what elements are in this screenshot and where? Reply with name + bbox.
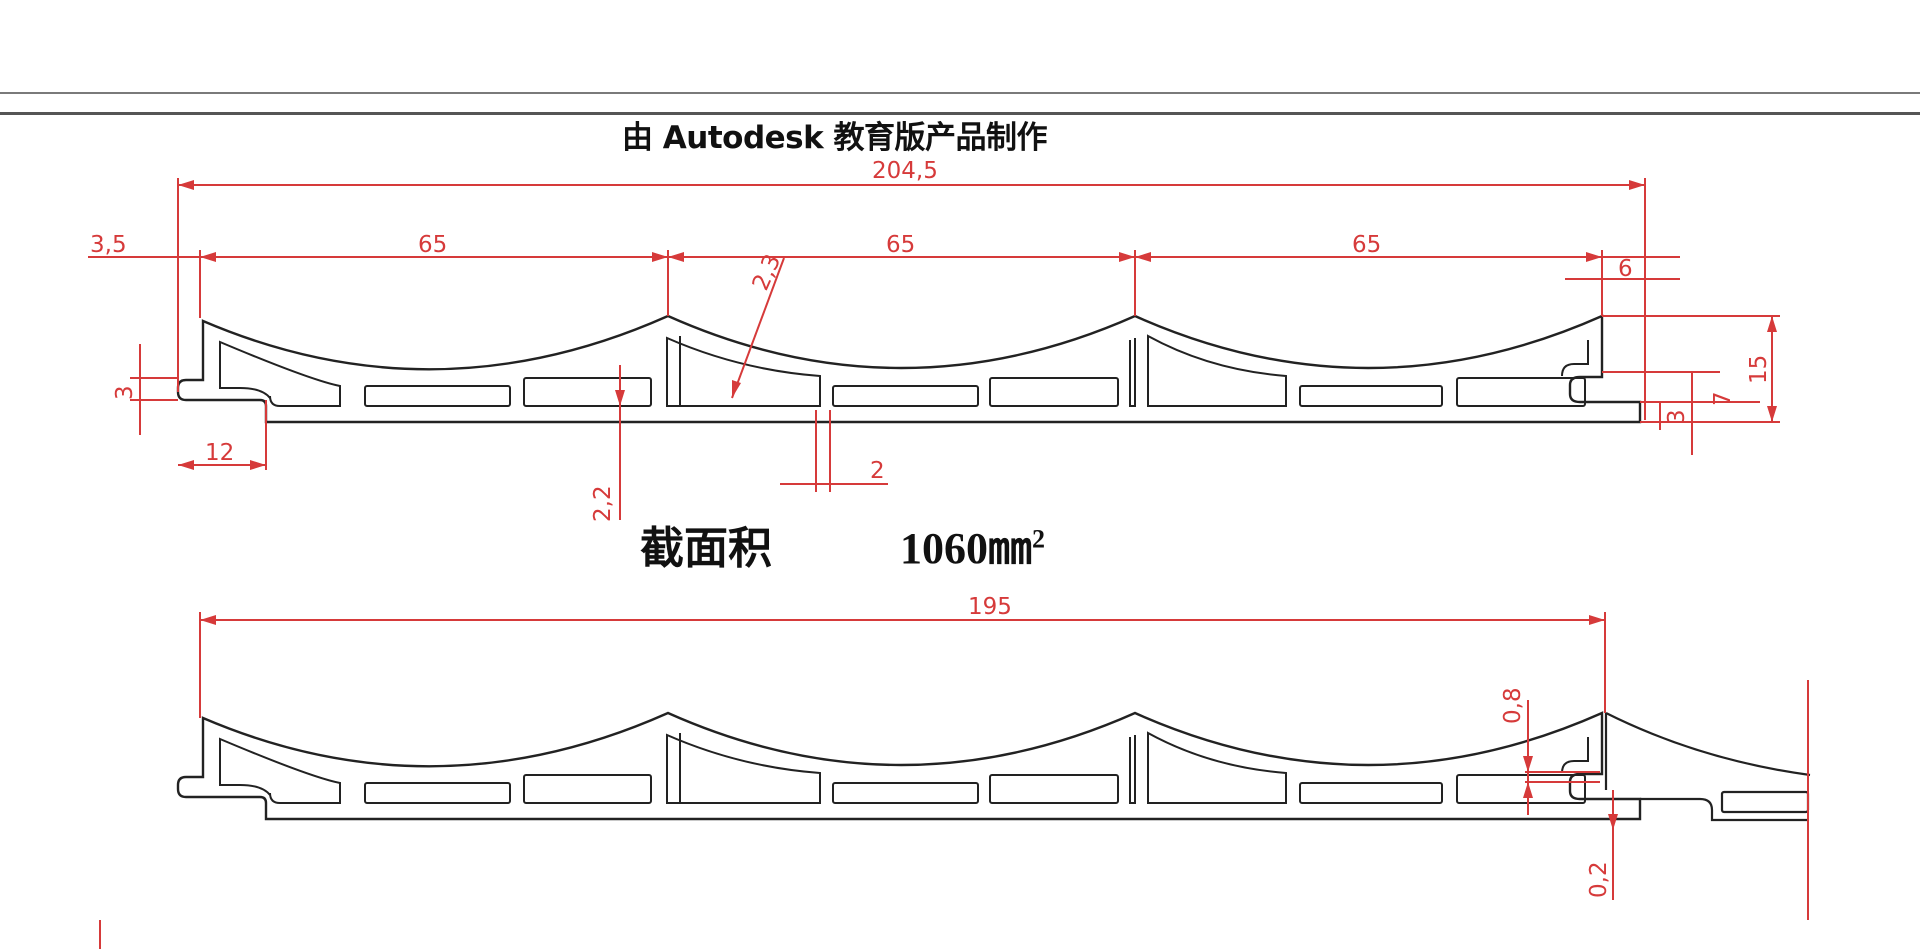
dim-span-3: 65 xyxy=(1352,232,1381,258)
dim-wall-thickness: 2,2 xyxy=(590,485,616,522)
area-label: 截面积 xyxy=(640,523,772,574)
dim-overall-width-bottom: 195 xyxy=(968,594,1012,620)
dimension-lines-top xyxy=(88,178,1780,520)
dim-gap-bottom: 0,2 xyxy=(1586,861,1612,898)
dim-right-mid-height: 7 xyxy=(1710,391,1736,406)
dim-gap-top: 0,8 xyxy=(1500,687,1526,724)
dim-tongue-length: 12 xyxy=(205,440,234,466)
area-unit: ㎜ xyxy=(988,524,1032,573)
area-number: 1060 xyxy=(900,524,988,573)
top-rule-thick xyxy=(0,112,1920,115)
top-rule-thin xyxy=(0,92,1920,94)
dim-span-2: 65 xyxy=(886,232,915,258)
dim-web-thickness: 2 xyxy=(870,458,885,484)
dim-left-offset: 3,5 xyxy=(90,232,127,258)
panel-profile-top xyxy=(176,314,1642,424)
watermark-text: 由 Autodesk 教育版产品制作 xyxy=(622,120,1048,156)
dimension-lines-bottom xyxy=(99,612,1809,949)
dimension-arrows-bottom xyxy=(200,615,1618,830)
dim-overall-width-top: 204,5 xyxy=(872,158,938,184)
dim-total-height: 15 xyxy=(1746,355,1772,384)
panel-next-piece xyxy=(1604,712,1811,822)
dim-span-1: 65 xyxy=(418,232,447,258)
panel-profile-bottom xyxy=(176,711,1642,821)
area-value: 1060㎜2 xyxy=(900,512,1045,576)
dimension-arrows-top xyxy=(178,180,1777,470)
dim-lip-height-left: 3 xyxy=(112,385,138,400)
dim-right-lip-height: 3 xyxy=(1664,409,1690,424)
area-unit-power: 2 xyxy=(1032,524,1045,554)
dim-right-lip: 6 xyxy=(1618,256,1633,282)
